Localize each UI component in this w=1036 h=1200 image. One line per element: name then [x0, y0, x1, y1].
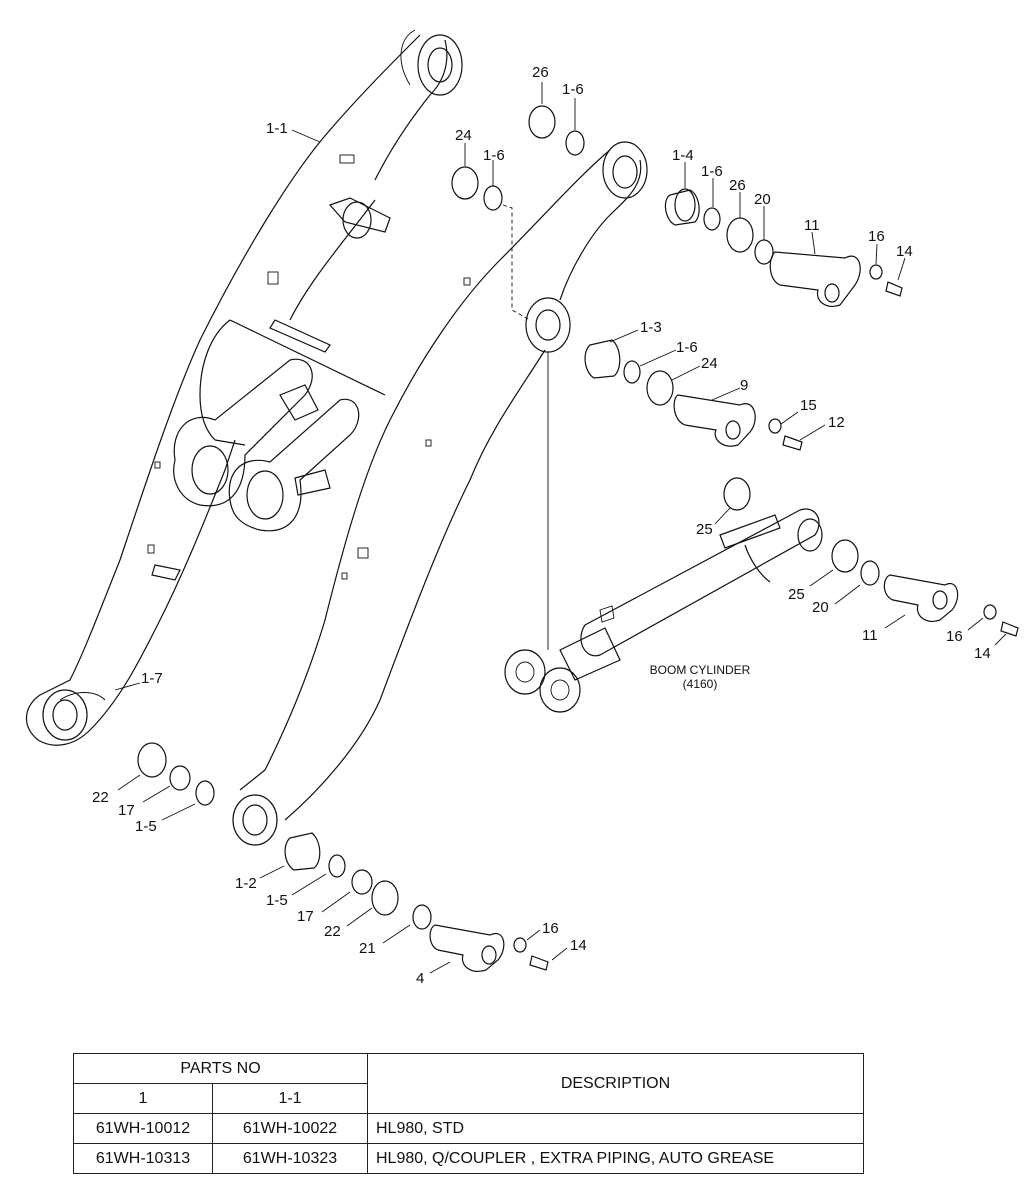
label-1-7: 1-7: [141, 670, 163, 687]
parts-table: PARTS NO DESCRIPTION 1 1-1 61WH-10012 61…: [73, 1053, 864, 1174]
leader-lines: [114, 82, 1007, 974]
cell-part-1: 61WH-10012: [73, 1113, 213, 1144]
label-1-1: 1-1: [266, 120, 288, 137]
label-17: 17: [118, 802, 135, 819]
label-9: 9: [740, 377, 748, 394]
label-14: 14: [570, 937, 587, 954]
label-11: 11: [862, 627, 878, 644]
table-header-row: PARTS NO DESCRIPTION: [73, 1053, 864, 1114]
label-1-6: 1-6: [701, 163, 723, 180]
label-14: 14: [896, 243, 913, 260]
label-20: 20: [812, 599, 829, 616]
label-4: 4: [416, 970, 424, 987]
label-24: 24: [701, 355, 718, 372]
label-20: 20: [754, 191, 771, 208]
cylinder-code: (4160): [683, 677, 718, 691]
label-1-4: 1-4: [672, 147, 694, 164]
table-row: 61WH-10313 61WH-10323 HL980, Q/COUPLER ,…: [73, 1143, 864, 1174]
cell-description: HL980, STD: [367, 1113, 864, 1144]
label-1-3: 1-3: [640, 319, 662, 336]
label-26: 26: [532, 64, 549, 81]
part-labels: 1-1 1-7 26 1-6 24 1-6 1-4 1-6 26 20 11 1…: [92, 64, 991, 987]
label-22: 22: [324, 923, 341, 940]
header-col-1-1: 1-1: [212, 1083, 368, 1114]
label-11: 11: [804, 217, 820, 234]
label-16: 16: [946, 628, 963, 645]
label-12: 12: [828, 414, 845, 431]
header-col-1: 1: [73, 1083, 213, 1114]
middle-pin-parts: [584, 339, 803, 451]
label-26: 26: [729, 177, 746, 194]
table-subheader-row: 1 1-1: [73, 1083, 864, 1114]
label-17: 17: [297, 908, 314, 925]
header-description: DESCRIPTION: [367, 1053, 864, 1114]
right-boom-arm: [232, 141, 648, 846]
label-14: 14: [974, 645, 991, 662]
lower-pin-parts: [137, 742, 549, 972]
cylinder-caption: BOOM CYLINDER: [650, 663, 751, 677]
label-1-5: 1-5: [135, 818, 157, 835]
boom-cylinder: [504, 352, 1019, 713]
label-1-6: 1-6: [562, 81, 584, 98]
cell-part-1-1: 61WH-10022: [212, 1113, 368, 1144]
label-22: 22: [92, 789, 109, 806]
label-25: 25: [696, 521, 713, 538]
cell-part-1: 61WH-10313: [73, 1143, 213, 1174]
boom-exploded-diagram: 1-1 1-7 26 1-6 24 1-6 1-4 1-6 26 20 11 1…: [26, 29, 1019, 987]
label-25: 25: [788, 586, 805, 603]
label-21: 21: [359, 940, 376, 957]
table-row: 61WH-10012 61WH-10022 HL980, STD: [73, 1113, 864, 1144]
left-boom-arm: [26, 29, 463, 746]
label-1-2: 1-2: [235, 875, 257, 892]
cell-part-1-1: 61WH-10323: [212, 1143, 368, 1174]
label-24: 24: [455, 127, 472, 144]
upper-pin-parts: [451, 105, 903, 307]
label-15: 15: [800, 397, 817, 414]
label-1-6: 1-6: [676, 339, 698, 356]
header-parts-no: PARTS NO: [73, 1053, 368, 1084]
label-1-5: 1-5: [266, 892, 288, 909]
label-1-6: 1-6: [483, 147, 505, 164]
label-16: 16: [542, 920, 559, 937]
cell-description: HL980, Q/COUPLER , EXTRA PIPING, AUTO GR…: [367, 1143, 864, 1174]
cross-member: [147, 319, 386, 581]
label-16: 16: [868, 228, 885, 245]
